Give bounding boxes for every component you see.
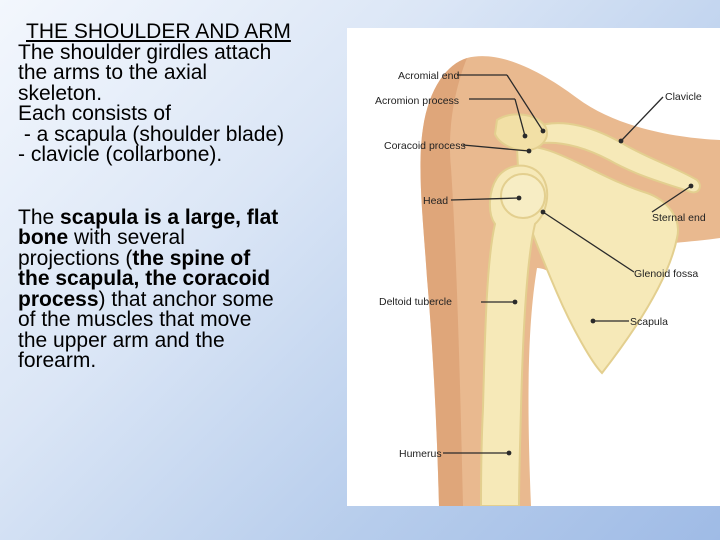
para2-line-8: forearm. (18, 349, 97, 372)
shoulder-illustration: Acromial end Acromion process Clavicle C… (375, 56, 720, 506)
leader-head (450, 197, 520, 201)
para1-line-5: - a scapula (shoulder blade) (18, 122, 285, 146)
slide-text: THE SHOULDER AND ARM The shoulder girdle… (18, 20, 340, 372)
label-coracoid-process: Coracoid process (384, 140, 466, 152)
scapula-bone (515, 145, 679, 375)
para2-line-4: the scapula, the coracoid (18, 267, 271, 290)
label-acromial-end: Acromial end (398, 70, 459, 82)
label-clavicle: Clavicle (665, 91, 702, 103)
shoulder-diagram: Acromial end Acromion process Clavicle C… (347, 28, 720, 506)
label-deltoid-tubercle: Deltoid tubercle (379, 296, 452, 308)
label-acromion-process: Acromion process (375, 95, 459, 107)
clavicle-bone (530, 122, 701, 194)
arm-shadow (420, 58, 467, 506)
label-humerus: Humerus (399, 448, 442, 460)
label-scapula: Scapula (630, 316, 668, 328)
para2-line-2: bone with several (18, 226, 185, 249)
leader-acromial-end-2 (506, 74, 544, 132)
leader-clavicle (620, 96, 664, 142)
slide-title: THE SHOULDER AND ARM (26, 20, 291, 43)
leader-acromion-2 (514, 98, 526, 137)
leader-coracoid (462, 144, 530, 152)
para1-line-6: - clavicle (collarbone). (18, 143, 223, 166)
label-head: Head (423, 195, 448, 207)
humerus-bone (480, 164, 549, 506)
para1-line-1: The shoulder girdles attach (18, 40, 272, 64)
para2-line-5: process) that anchor some (18, 287, 274, 311)
para2-line-3: projections (the spine of (18, 246, 251, 270)
humeral-head (500, 173, 546, 219)
para1-line-4: Each consists of (18, 102, 171, 125)
para2-line-1: The scapula is a large, flat (18, 205, 279, 229)
para1-line-2: the arms to the axial (18, 61, 208, 84)
acromion-bone (493, 113, 548, 152)
label-glenoid-fossa: Glenoid fossa (634, 268, 698, 280)
leader-sternal-end (651, 185, 692, 213)
para1-line-3: skeleton. (18, 81, 103, 105)
leader-glenoid (542, 211, 635, 273)
para2-line-7: the upper arm and the (18, 328, 225, 352)
label-sternal-end: Sternal end (652, 212, 706, 224)
para2-line-6: of the muscles that move (18, 308, 252, 331)
